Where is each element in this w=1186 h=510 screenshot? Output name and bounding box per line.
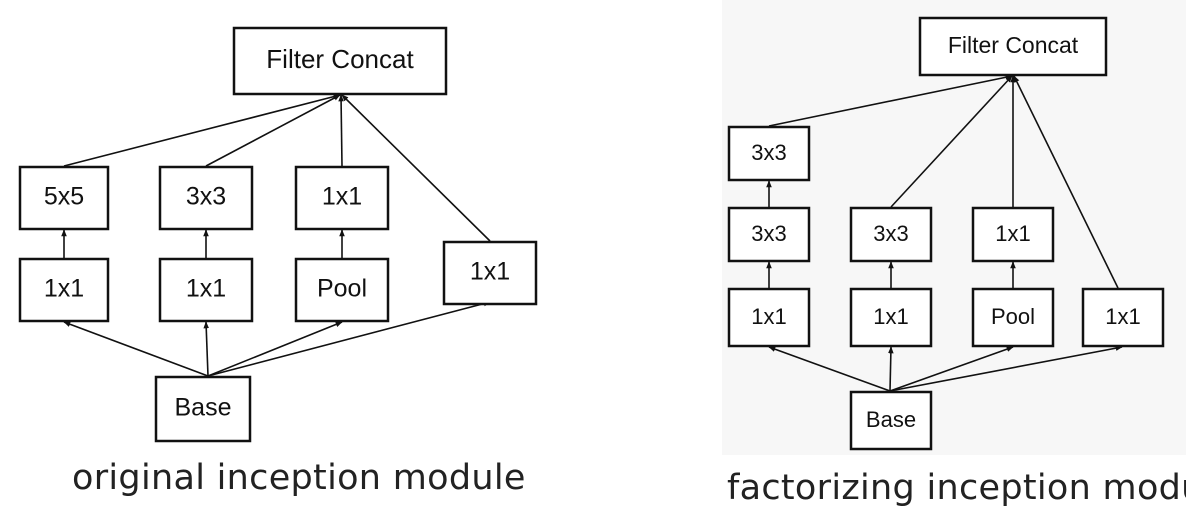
left-b2-bot-label: 1x1 xyxy=(186,275,226,303)
right-node-b3-bot: Pool xyxy=(971,287,1055,348)
edge-base-to-b1-bot xyxy=(768,346,891,392)
edge-base-to-b2-bot xyxy=(203,321,210,377)
left-b1-top-label: 5x5 xyxy=(44,183,84,211)
left-node-b2-bot: 1x1 xyxy=(158,257,254,323)
right-node-b1-bot: 1x1 xyxy=(727,287,811,348)
edge-b3-to-concat xyxy=(338,94,344,167)
right-node-b1-top: 3x3 xyxy=(727,125,811,182)
right-caption: factorizing inception module xyxy=(727,468,1186,508)
right-node-b4: 1x1 xyxy=(1081,287,1165,348)
right-node-b3-top: 1x1 xyxy=(971,206,1055,263)
left-diagram: Filter Concat 5x5 3x3 1x1 1x1 1x1 Pool xyxy=(18,26,538,443)
right-diagram: Filter Concat 3x3 3x3 3x3 1x1 1x1 1x1 P xyxy=(727,16,1165,451)
right-node-base: Base xyxy=(849,390,933,451)
right-base-label: Base xyxy=(866,407,916,432)
edge-b1-to-concat xyxy=(768,74,1013,127)
edge-b2-to-concat xyxy=(205,94,341,167)
right-node-concat: Filter Concat xyxy=(918,16,1108,77)
edge-base-to-b4 xyxy=(889,345,1123,392)
right-node-b2-bot: 1x1 xyxy=(849,287,933,348)
left-b2-top-label: 3x3 xyxy=(186,183,226,211)
right-b1-top-label: 3x3 xyxy=(751,140,786,165)
right-concat-label: Filter Concat xyxy=(948,32,1079,58)
edge-base-to-b3-bot xyxy=(889,346,1014,392)
left-node-b3-bot: Pool xyxy=(294,257,390,323)
right-b2-bot-label: 1x1 xyxy=(873,304,908,329)
edge-base-to-b1-bot xyxy=(63,321,209,377)
right-node-b2-top: 3x3 xyxy=(849,206,933,263)
left-node-b3-top: 1x1 xyxy=(294,165,390,231)
left-node-base: Base xyxy=(154,375,252,443)
left-node-b1-bot: 1x1 xyxy=(18,257,110,323)
left-node-b4: 1x1 xyxy=(442,240,538,306)
right-b1-bot-label: 1x1 xyxy=(751,304,786,329)
edge-base-to-b2-bot xyxy=(888,346,894,392)
left-caption: original inception module xyxy=(72,458,526,498)
edge-b4-to-concat xyxy=(1013,75,1119,289)
left-b3-bot-label: Pool xyxy=(317,275,367,303)
edge-base-to-b3-bot xyxy=(207,321,343,377)
right-b3-top-label: 1x1 xyxy=(995,221,1030,246)
left-b3-top-label: 1x1 xyxy=(322,183,362,211)
left-b1-bot-label: 1x1 xyxy=(44,275,84,303)
left-node-b1-top: 5x5 xyxy=(18,165,110,231)
right-b1-mid-label: 3x3 xyxy=(751,221,786,246)
right-b4-label: 1x1 xyxy=(1105,304,1140,329)
right-b3-bot-label: Pool xyxy=(991,304,1035,329)
left-concat-label: Filter Concat xyxy=(266,44,414,74)
edge-b2-to-concat xyxy=(890,75,1013,208)
edge-b1-to-concat xyxy=(63,93,341,167)
left-edges xyxy=(61,93,491,377)
left-base-label: Base xyxy=(175,394,232,422)
left-node-b2-top: 3x3 xyxy=(158,165,254,231)
edge-b4-to-concat xyxy=(341,94,491,242)
left-node-concat: Filter Concat xyxy=(232,26,448,96)
right-b2-top-label: 3x3 xyxy=(873,221,908,246)
right-edges xyxy=(766,74,1123,392)
edge-base-to-b4 xyxy=(207,300,491,377)
right-node-b1-mid: 3x3 xyxy=(727,206,811,263)
left-b4-label: 1x1 xyxy=(470,258,510,286)
